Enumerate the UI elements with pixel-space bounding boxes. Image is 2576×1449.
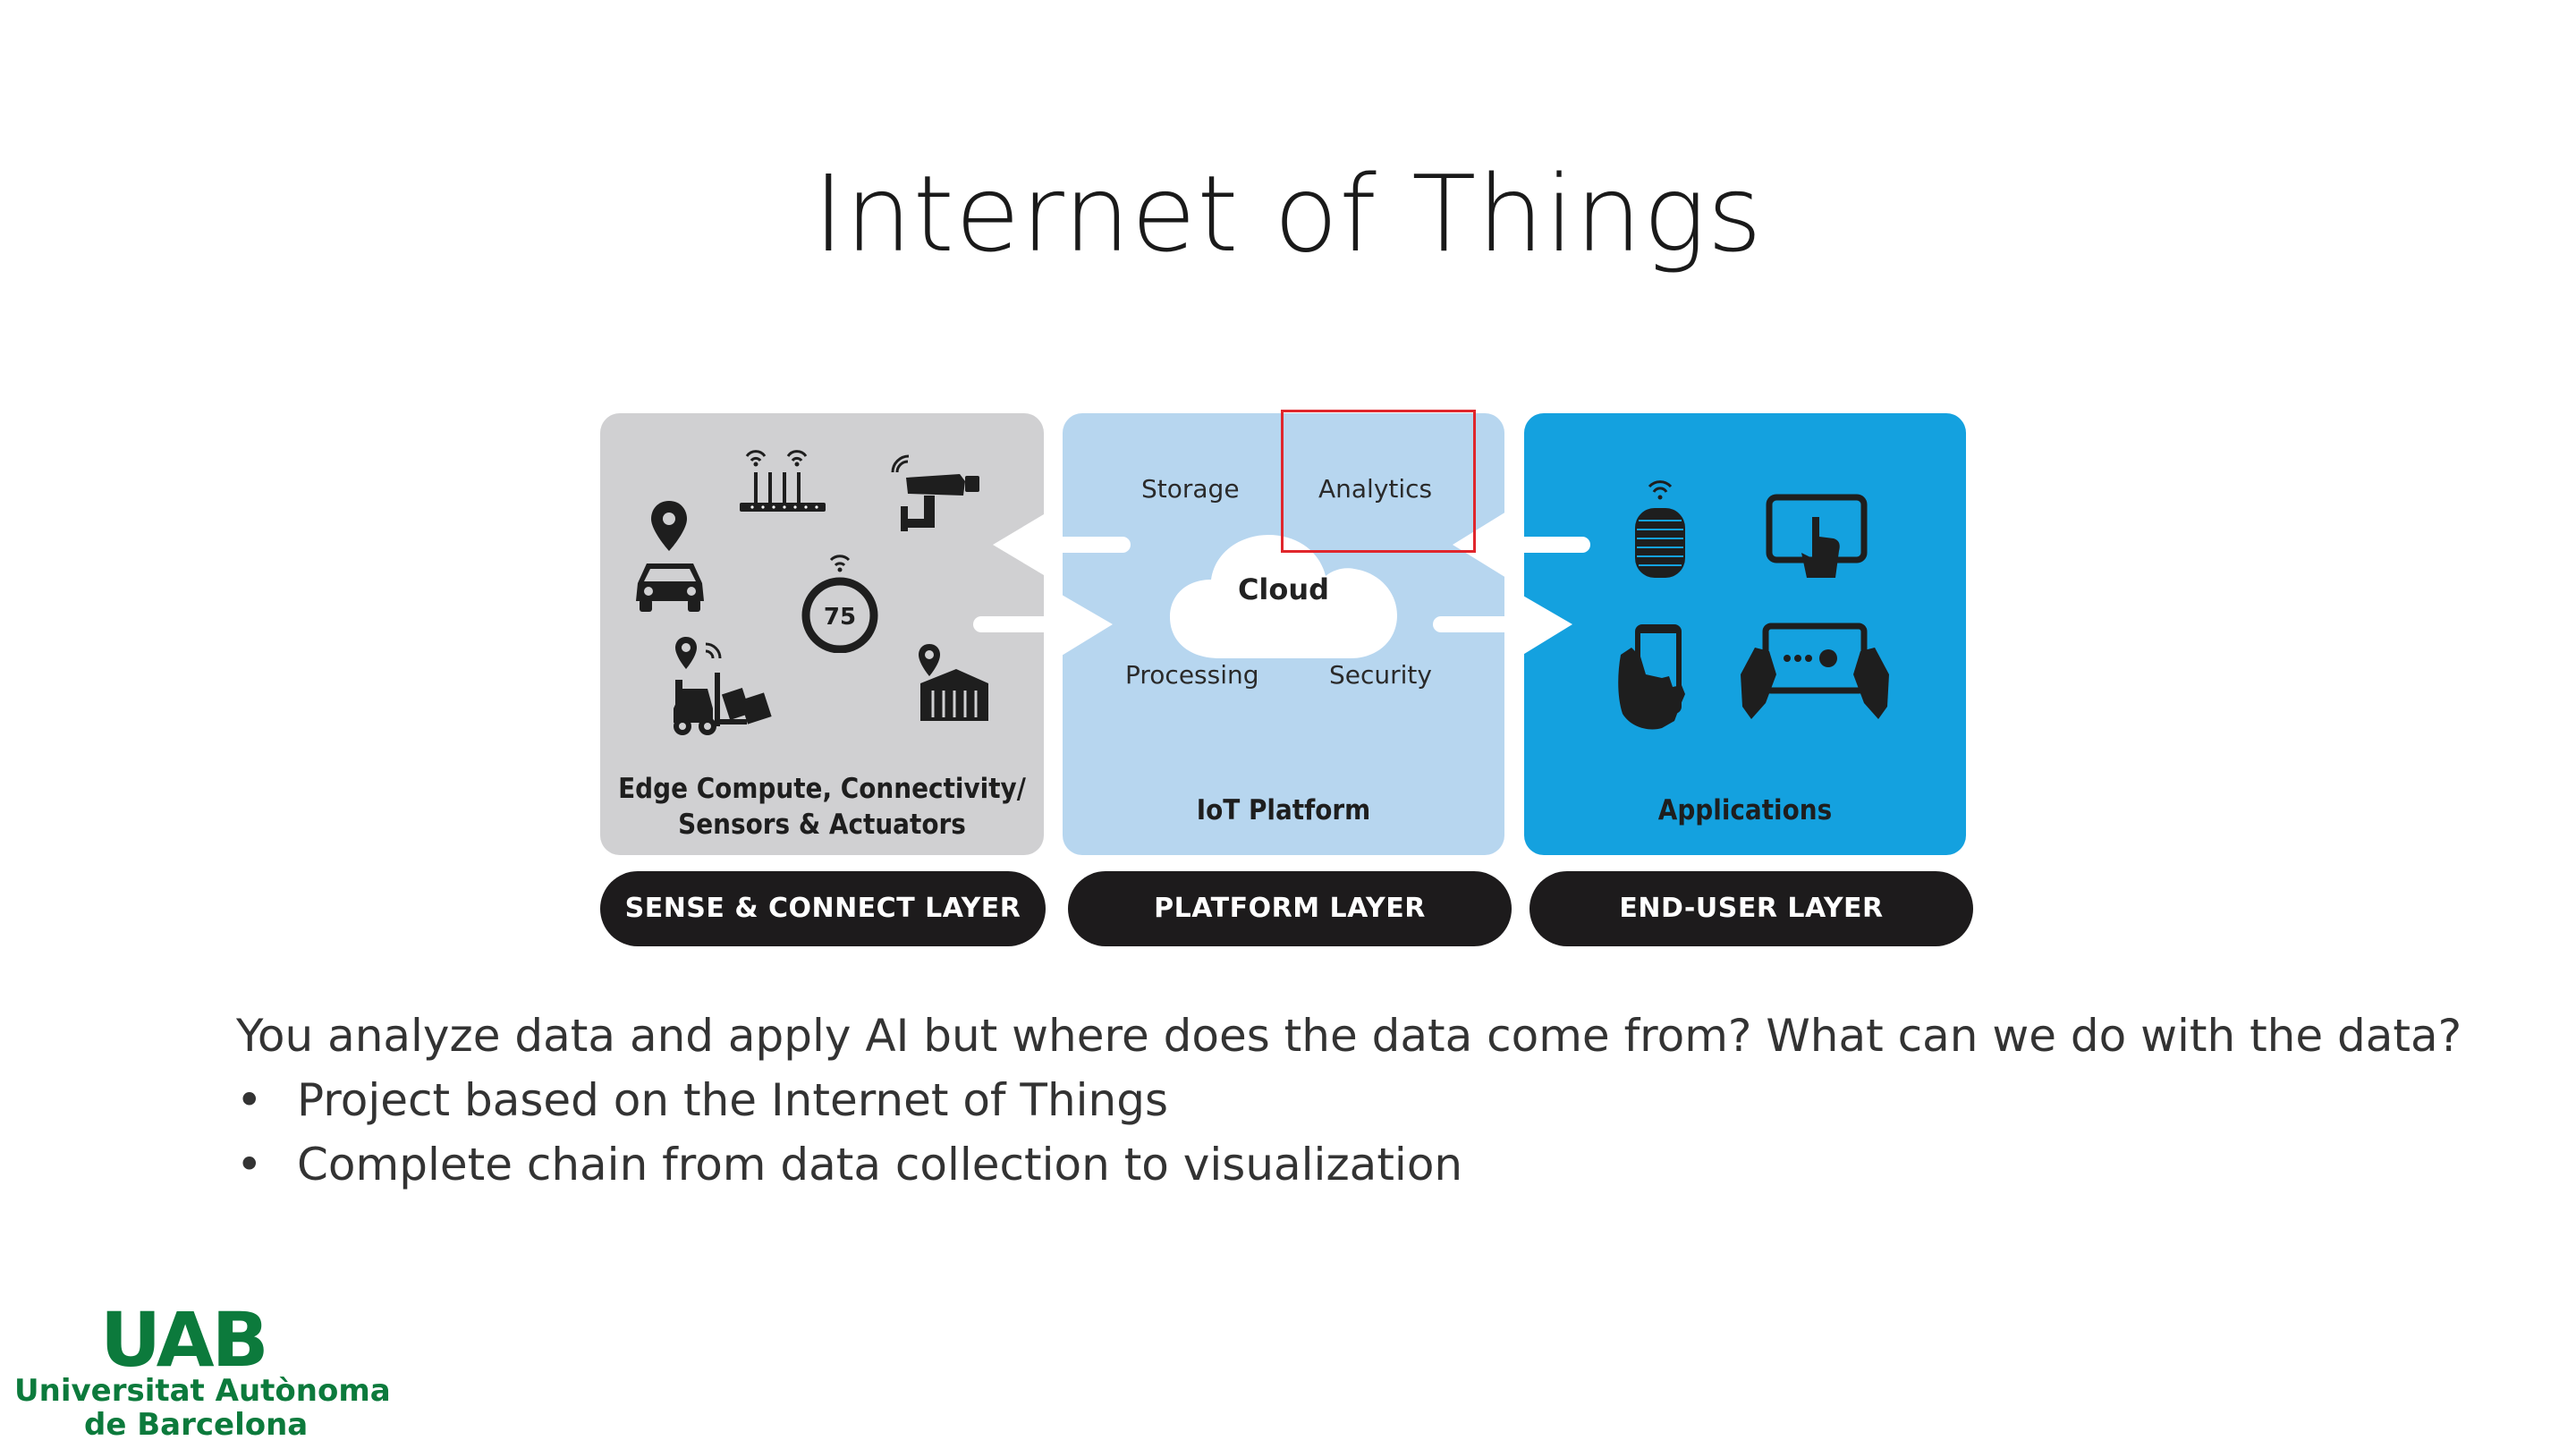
bullet-list: • Project based on the Internet of Things… xyxy=(236,1068,2472,1197)
gaming-tablet-icon xyxy=(1741,623,1889,719)
sense-panel-caption: Edge Compute, Connectivity/ Sensors & Ac… xyxy=(600,771,1044,843)
logo-mark: UAB xyxy=(100,1296,269,1384)
platform-panel-caption: IoT Platform xyxy=(1196,794,1371,826)
arrow-platform-to-sense-icon xyxy=(993,512,1131,578)
iot-layers-diagram: 75 Edge Compute, Connectivity/ xyxy=(597,410,1984,952)
wifi-router-icon xyxy=(740,450,826,512)
sense-connect-panel: 75 Edge Compute, Connectivity/ xyxy=(600,413,1044,855)
platform-panel: Storage Analytics Cloud Processing Secur… xyxy=(1063,413,1504,855)
bullet-dot-icon: • xyxy=(236,1139,263,1191)
gauge-sensor-icon: 75 xyxy=(801,555,878,653)
enduser-layer-label: END-USER LAYER xyxy=(1530,871,1973,946)
car-icon xyxy=(636,564,704,612)
bullet-item: • Project based on the Internet of Things xyxy=(236,1068,2472,1132)
gauge-value: 75 xyxy=(824,604,856,631)
phone-in-hand-icon xyxy=(1618,624,1685,730)
forklift-icon xyxy=(674,637,772,735)
sense-connect-layer-label: SENSE & CONNECT LAYER xyxy=(600,871,1046,946)
security-camera-icon xyxy=(891,454,979,531)
arrow-sense-to-platform-icon xyxy=(973,592,1113,658)
storage-label: Storage xyxy=(1141,474,1240,504)
logo-name-line2: de Barcelona xyxy=(84,1407,309,1443)
tablet-touch-icon xyxy=(1766,494,1868,578)
intro-question: You analyze data and apply AI but where … xyxy=(236,1010,2462,1062)
logo-name-line1: Universitat Autònoma xyxy=(14,1373,391,1409)
bullet-item: • Complete chain from data collection to … xyxy=(236,1132,2472,1197)
cloud-icon xyxy=(1170,535,1397,658)
analytics-label: Analytics xyxy=(1318,474,1433,504)
sense-caption-line1: Edge Compute, Connectivity/ xyxy=(618,773,1026,805)
bullet-text: Complete chain from data collection to v… xyxy=(297,1139,1463,1191)
shipping-container-icon xyxy=(919,644,988,721)
smart-speaker-icon xyxy=(1635,480,1685,578)
cloud-label: Cloud xyxy=(1237,572,1330,606)
bullet-text: Project based on the Internet of Things xyxy=(297,1074,1169,1126)
location-pin-icon xyxy=(651,501,687,551)
enduser-panel: Applications xyxy=(1524,413,1966,855)
slide-title: Internet of Things xyxy=(812,152,1764,275)
arrow-platform-to-enduser-icon xyxy=(1433,592,1572,658)
platform-layer-label: PLATFORM LAYER xyxy=(1068,871,1512,946)
bullet-dot-icon: • xyxy=(236,1074,263,1126)
enduser-panel-caption: Applications xyxy=(1657,794,1833,826)
analytics-highlight-box xyxy=(1281,410,1476,553)
uab-logo: UAB Universitat Autònoma de Barcelona xyxy=(14,1296,391,1445)
arrow-enduser-to-platform-icon xyxy=(1453,512,1590,578)
processing-label: Processing xyxy=(1125,660,1259,690)
sense-caption-line2: Sensors & Actuators xyxy=(678,809,966,841)
security-label: Security xyxy=(1329,660,1432,690)
slide-body: You analyze data and apply AI but where … xyxy=(236,1004,2472,1197)
